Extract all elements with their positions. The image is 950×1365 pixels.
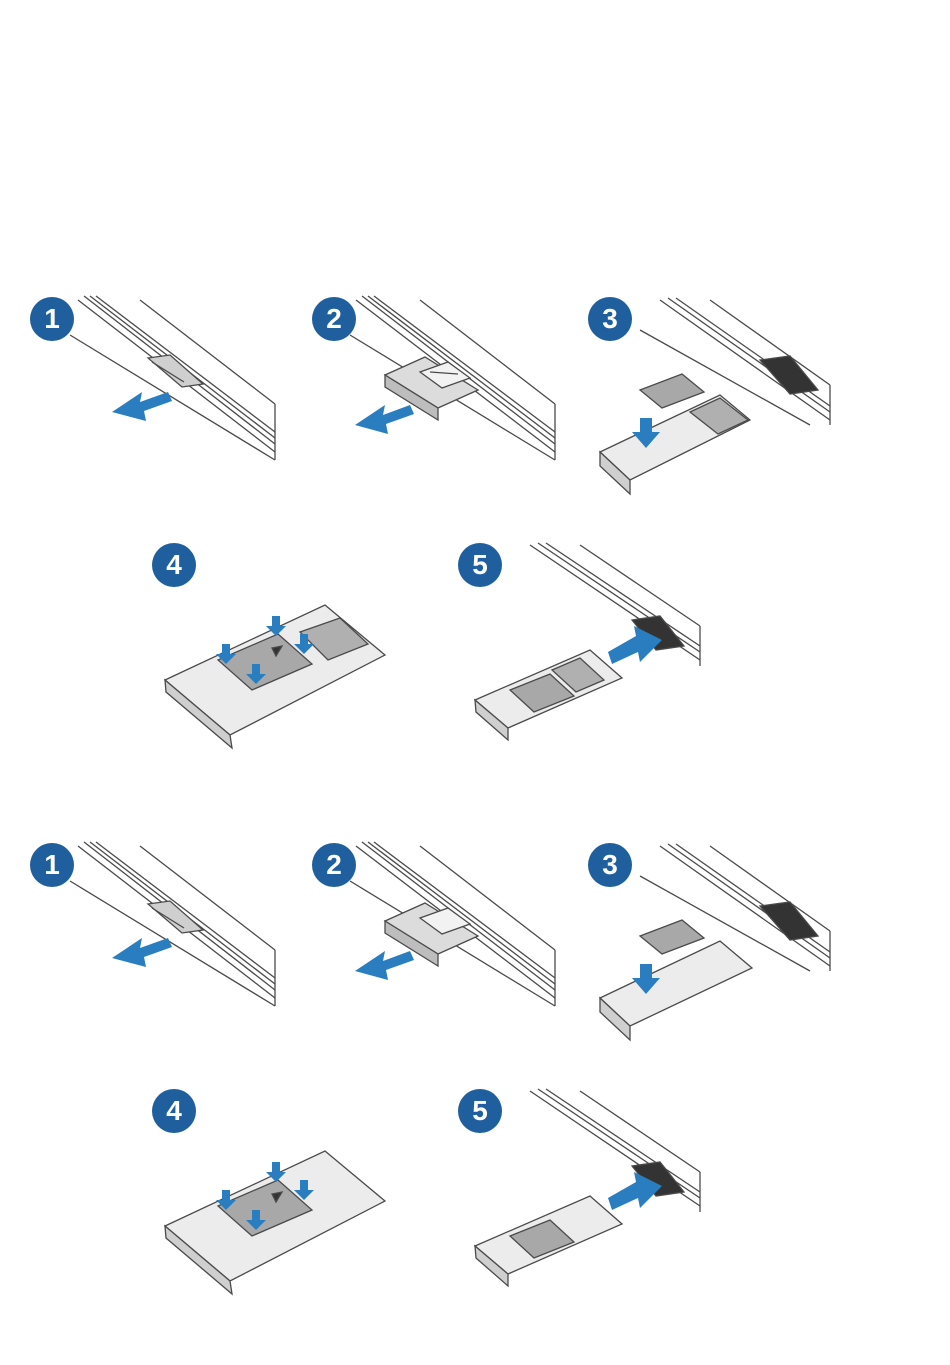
step-badge: 5 — [458, 1089, 502, 1133]
